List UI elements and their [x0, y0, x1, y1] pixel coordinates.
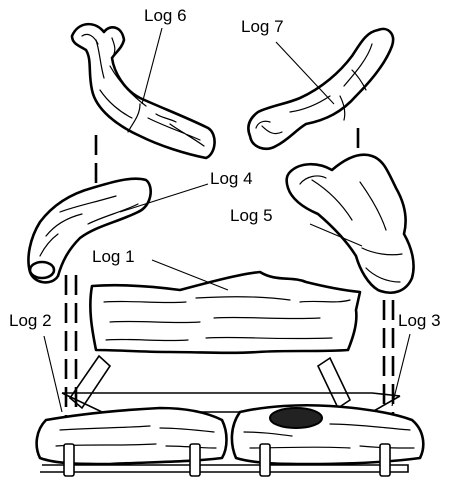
leader-log-6 — [142, 28, 162, 104]
label-log-4: Log 4 — [209, 170, 254, 187]
label-log-2: Log 2 — [8, 312, 53, 329]
log-4 — [28, 179, 150, 283]
leader-log-1 — [152, 260, 228, 290]
label-log-1: Log 1 — [91, 248, 136, 265]
label-log-7: Log 7 — [240, 18, 285, 35]
label-log-3: Log 3 — [397, 312, 442, 329]
leader-log-3 — [392, 334, 410, 406]
log-5 — [287, 155, 414, 293]
leader-log-2 — [44, 336, 62, 412]
label-log-5: Log 5 — [229, 207, 274, 224]
log-6 — [72, 24, 215, 158]
log-7 — [248, 29, 393, 149]
label-log-6: Log 6 — [143, 7, 188, 24]
log-1 — [90, 272, 360, 353]
